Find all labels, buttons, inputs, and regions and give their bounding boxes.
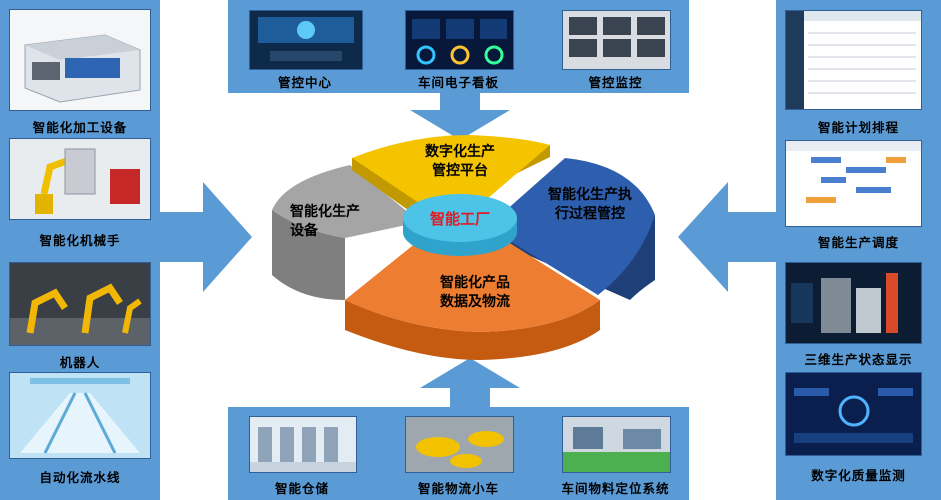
- caption-r4: 数字化质量监测: [811, 468, 906, 483]
- thumb-3d-plant-view: [785, 262, 922, 344]
- thumb-laser-cutting-machine: [9, 9, 151, 111]
- segment-top-label: 数字化生产管控平台: [425, 144, 495, 179]
- caption-b2: 智能物流小车: [417, 481, 499, 496]
- conveyor-line-icon: [10, 373, 150, 458]
- caption-t1: 管控中心: [277, 75, 332, 90]
- caption-l2: 智能化机械手: [39, 233, 121, 248]
- hub-label: 智能工厂: [429, 210, 490, 228]
- laser-cutting-machine-icon: [10, 10, 150, 110]
- caption-l1: 智能化加工设备: [32, 120, 128, 135]
- arrow-right-to-center: [678, 182, 778, 292]
- quality-dashboard-icon: [786, 373, 921, 455]
- segment-right-label: 智能化生产执行过程管控: [548, 187, 632, 222]
- surveillance-monitors-icon: [563, 11, 670, 69]
- caption-r1: 智能计划排程: [817, 120, 899, 135]
- caption-b3: 车间物料定位系统: [561, 481, 670, 496]
- warehouse-icon: [250, 417, 356, 472]
- caption-t3: 管控监控: [588, 75, 643, 90]
- caption-r2: 智能生产调度: [817, 235, 899, 250]
- thumb-robotic-arm: [9, 138, 151, 220]
- thumb-conveyor-line: [9, 372, 151, 459]
- thumb-quality-dashboard: [785, 372, 922, 456]
- dashboard-board-icon: [406, 11, 513, 69]
- arrow-left-to-center: [158, 182, 252, 292]
- caption-l3: 机器人: [59, 355, 101, 370]
- robotic-arm-icon: [10, 139, 150, 219]
- thumb-control-room: [249, 10, 363, 70]
- thumb-planning-software: [785, 10, 922, 110]
- thumb-scheduling-grid: [785, 140, 922, 227]
- thumb-workshop-floor: [562, 416, 671, 473]
- control-room-icon: [250, 11, 362, 69]
- segment-bottom-label: 智能化产品数据及物流: [440, 275, 510, 310]
- planning-software-icon: [786, 11, 921, 109]
- scheduling-grid-icon: [786, 141, 921, 226]
- industrial-robots-icon: [10, 263, 150, 345]
- thumb-surveillance-monitors: [562, 10, 671, 70]
- thumb-warehouse: [249, 416, 357, 473]
- caption-t2: 车间电子看板: [417, 75, 499, 90]
- caption-l4: 自动化流水线: [39, 470, 121, 485]
- segment-left-label: 智能化生产设备: [290, 204, 360, 239]
- thumb-industrial-robots: [9, 262, 151, 346]
- thumb-dashboard-board: [405, 10, 514, 70]
- arrow-top-to-center: [410, 92, 510, 140]
- 3d-plant-view-icon: [786, 263, 921, 343]
- thumb-agv-cart: [405, 416, 514, 473]
- workshop-floor-icon: [563, 417, 670, 472]
- arrow-bottom-to-center: [420, 358, 520, 408]
- caption-r3: 三维生产状态显示: [804, 352, 913, 367]
- agv-cart-icon: [406, 417, 513, 472]
- caption-b1: 智能仓储: [274, 481, 329, 496]
